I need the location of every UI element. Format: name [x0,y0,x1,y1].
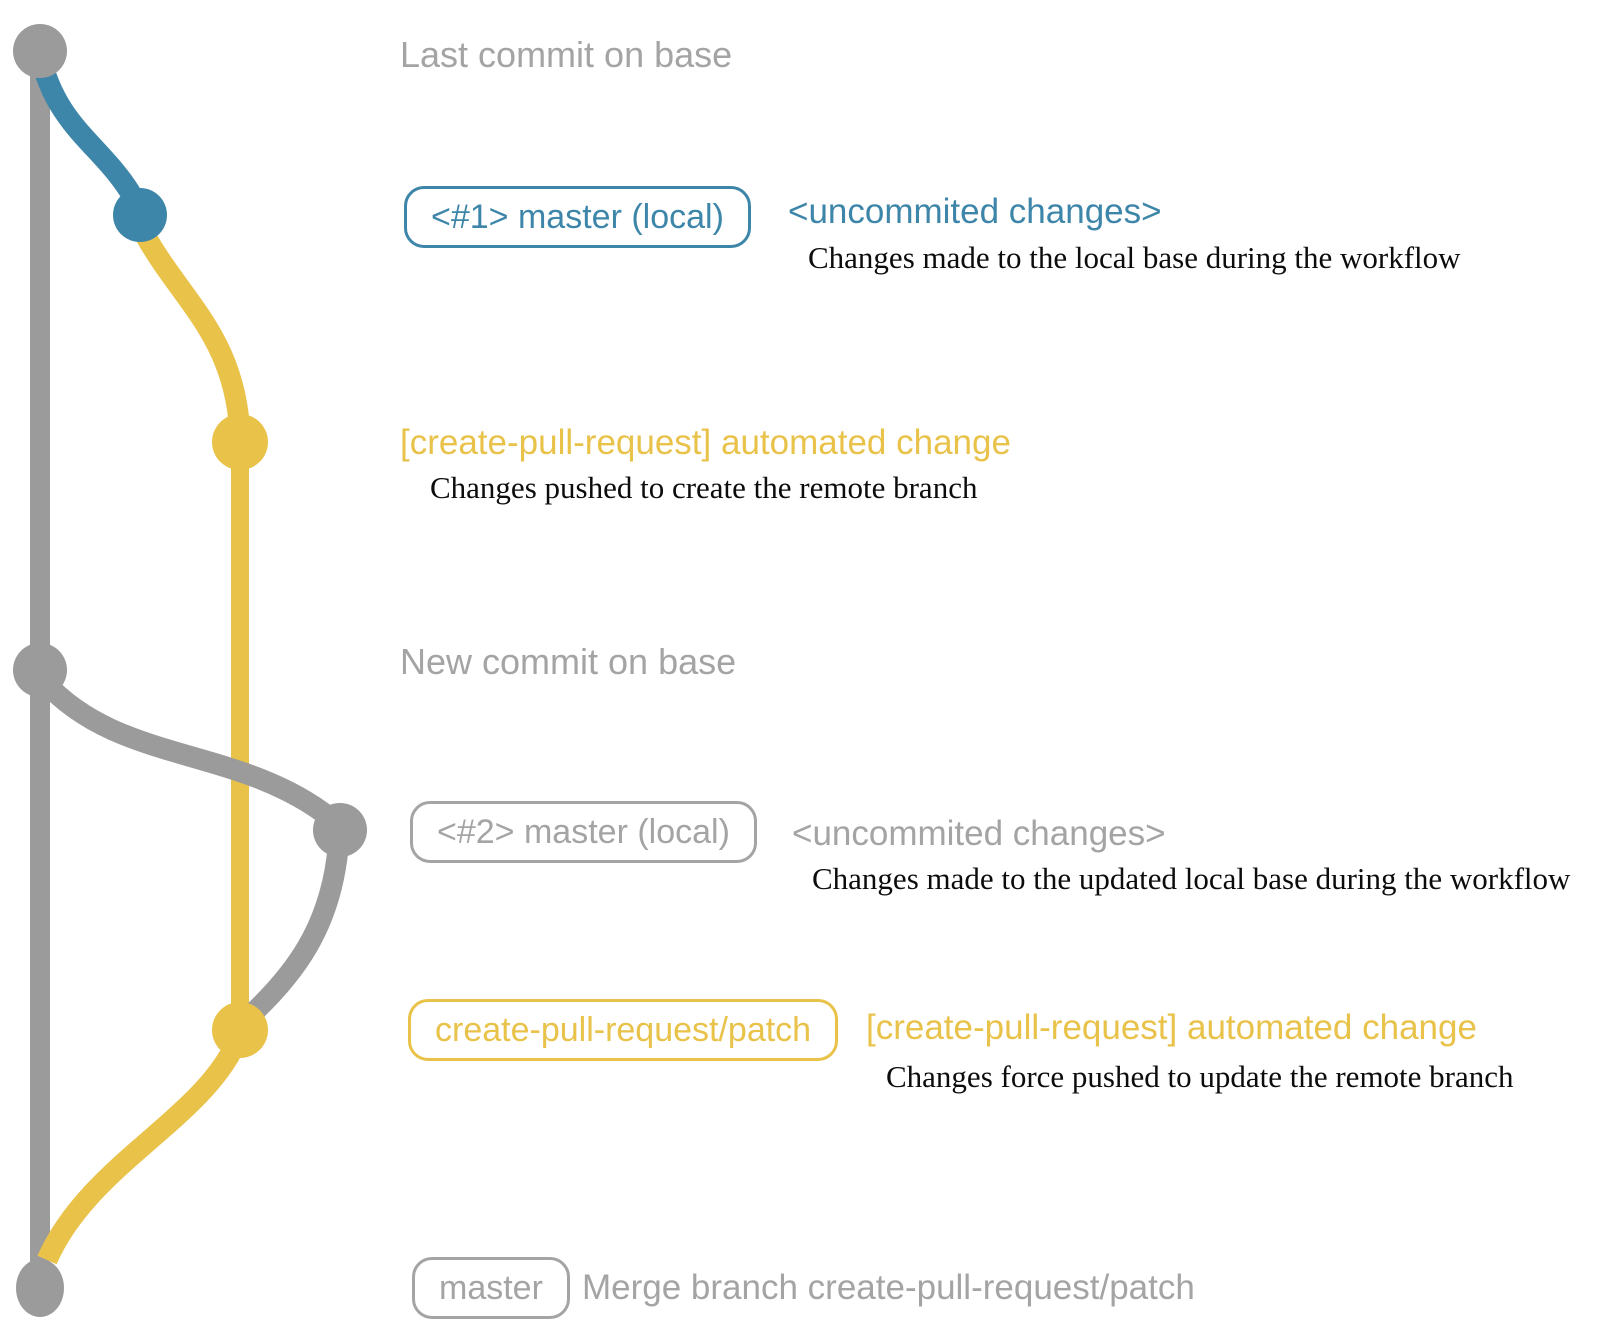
annotation-last-commit-on-base: Last commit on base [400,34,733,75]
commit-dot-local-1 [113,188,167,242]
branch-curve-local-master-2 [36,673,336,826]
branch-badge-create-pull-request-patch: create-pull-request/patch [408,999,839,1061]
commit-dot-patch-2 [212,1002,268,1058]
commit-description-uncommitted-1: Changes made to the local base during th… [808,240,1461,275]
annotation-new-commit-on-base: New commit on base [400,641,737,682]
commit-graph [13,24,367,1317]
commit-message-automated-change-1: [create-pull-request] automated change [400,423,1011,462]
commit-message-uncommitted-1: <uncommited changes> [788,192,1162,231]
commit-message-automated-change-2: [create-pull-request] automated change [866,1008,1477,1047]
branch-curve-local-master-1 [29,51,143,203]
branch-badge-master-local-2: <#2> master (local) [410,801,757,863]
branch-curve-create-pull-request-out [135,229,250,424]
commit-description-uncommitted-2: Changes made to the updated local base d… [812,861,1571,896]
commit-message-uncommitted-2: <uncommited changes> [792,814,1166,853]
branch-badge-master: master [412,1257,570,1319]
branch-curve-merge-to-base [37,1040,245,1265]
branch-curve-force-push-to-patch [245,847,349,1021]
commit-dot-local-2 [313,803,367,857]
commit-dot-last-base [13,24,67,78]
commit-dot-patch-1 [212,414,268,470]
commit-dot-new-base [13,643,67,697]
commit-message-merge: Merge branch create-pull-request/patch [582,1268,1195,1307]
commit-dot-merge [16,1259,64,1317]
branch-badge-master-local-1: <#1> master (local) [404,186,751,248]
commit-description-automated-change-1: Changes pushed to create the remote bran… [430,470,978,505]
commit-description-automated-change-2: Changes force pushed to update the remot… [886,1059,1514,1094]
